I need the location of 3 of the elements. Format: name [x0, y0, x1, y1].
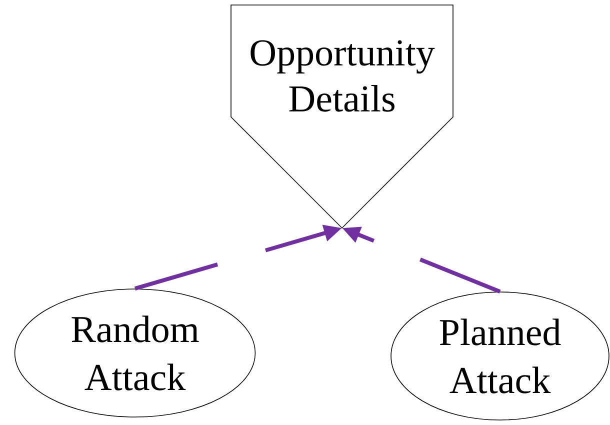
- ellipse-node: Random Attack: [14, 288, 256, 418]
- pentagon-node: Opportunity Details: [230, 4, 454, 229]
- ellipse-node: Planned Attack: [390, 292, 610, 420]
